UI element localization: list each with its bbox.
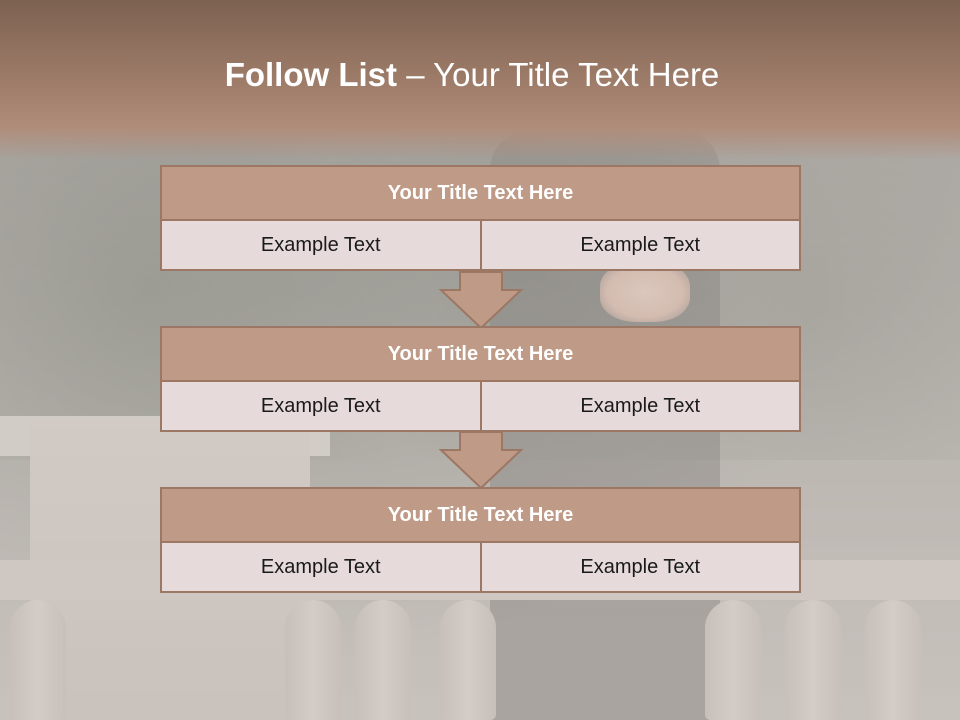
block-cell-right[interactable]: Example Text — [481, 543, 801, 593]
baluster — [705, 600, 761, 720]
baluster — [285, 600, 341, 720]
baluster — [865, 600, 921, 720]
block-heading[interactable]: Your Title Text Here — [160, 165, 801, 221]
baluster — [785, 600, 841, 720]
list-block-1: Your Title Text Here Example Text Exampl… — [160, 165, 801, 271]
slide-title[interactable]: Follow List – Your Title Text Here — [0, 56, 944, 94]
baluster — [10, 600, 66, 720]
block-cell-left[interactable]: Example Text — [160, 221, 482, 271]
list-block-3: Your Title Text Here Example Text Exampl… — [160, 487, 801, 593]
down-arrow-icon — [438, 271, 524, 330]
block-row: Example Text Example Text — [160, 382, 801, 432]
header-band — [0, 0, 960, 160]
baluster — [440, 600, 496, 720]
baluster — [355, 600, 411, 720]
slide-title-rest: – Your Title Text Here — [406, 56, 720, 93]
down-arrow-icon — [438, 431, 524, 490]
background-hand — [600, 262, 690, 322]
block-heading[interactable]: Your Title Text Here — [160, 487, 801, 543]
slide-title-bold: Follow List — [224, 56, 398, 93]
block-row: Example Text Example Text — [160, 221, 801, 271]
block-heading[interactable]: Your Title Text Here — [160, 326, 801, 382]
block-cell-right[interactable]: Example Text — [481, 221, 801, 271]
block-cell-right[interactable]: Example Text — [481, 382, 801, 432]
block-cell-left[interactable]: Example Text — [160, 382, 482, 432]
block-cell-left[interactable]: Example Text — [160, 543, 482, 593]
list-block-2: Your Title Text Here Example Text Exampl… — [160, 326, 801, 432]
block-row: Example Text Example Text — [160, 543, 801, 593]
